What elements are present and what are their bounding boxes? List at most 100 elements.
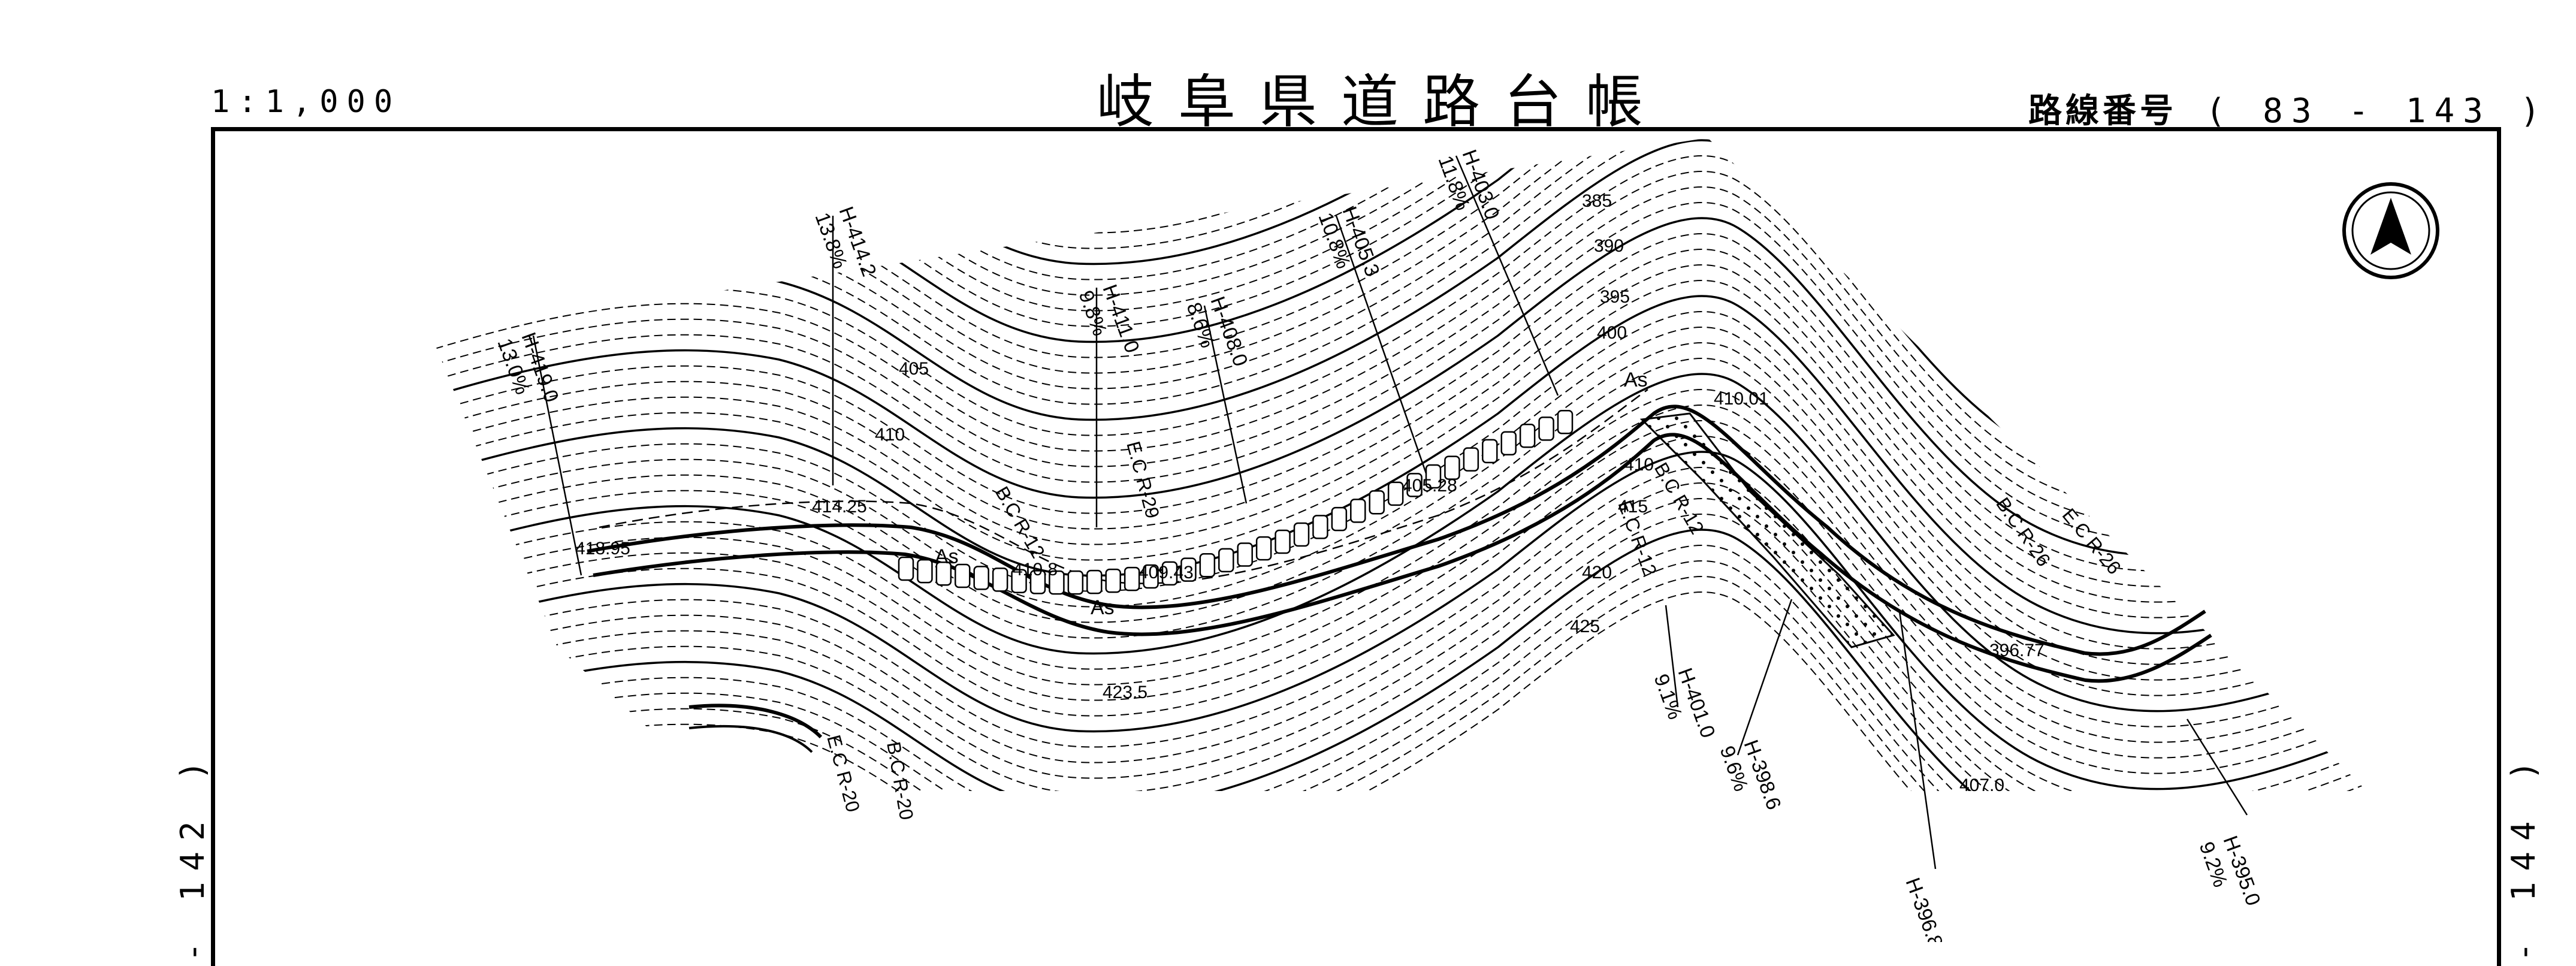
- wall-block: [1312, 515, 1328, 539]
- contour-label: 395: [1600, 287, 1630, 307]
- spot-elevation: 396.77: [1989, 641, 2045, 660]
- contour-lines: [431, 138, 2367, 791]
- contour-line: [431, 249, 2367, 587]
- contour-line: [431, 327, 2367, 665]
- wall-block: [1387, 481, 1404, 506]
- wall-block: [1161, 561, 1178, 586]
- wall-block: [1218, 548, 1234, 573]
- slope-line: [1898, 611, 1937, 870]
- wall-block: [1049, 570, 1065, 595]
- contour-line: [431, 451, 2367, 790]
- wall-block: [1406, 473, 1423, 497]
- curve-label: E.C R-12: [1614, 497, 1661, 579]
- contour-line: [431, 138, 2367, 229]
- curve-label: E.C R-29: [1122, 439, 1164, 520]
- wall-block: [1425, 464, 1442, 489]
- contour-line: [431, 560, 2367, 791]
- contour-label: 425: [1570, 617, 1600, 636]
- curve-label: E.C R-20: [823, 732, 864, 814]
- wall-block: [1482, 439, 1498, 464]
- contour-line: [431, 389, 2367, 727]
- contour-line: [431, 217, 2367, 557]
- contour-label: 410: [875, 425, 905, 445]
- wall-block: [1180, 557, 1197, 582]
- contour-line: [431, 342, 2367, 681]
- road: [587, 388, 2212, 683]
- wall-block: [1463, 447, 1479, 472]
- contour-line: [431, 420, 2367, 759]
- slope-lines: [532, 155, 2248, 870]
- spot-elevation: 405.28: [1402, 476, 1457, 496]
- wall-block: [1500, 431, 1517, 456]
- slope-line: [1335, 215, 1427, 474]
- contour-line: [431, 202, 2367, 541]
- retaining-wall: [898, 410, 1574, 595]
- surface-label: As: [935, 545, 959, 568]
- contour-line: [431, 514, 2367, 791]
- road-edge-upper: [587, 404, 2206, 656]
- wall-block: [898, 556, 914, 581]
- map-labels: 385390395400405410410415420425418.95414.…: [493, 147, 2264, 942]
- contour-line: [431, 171, 2367, 509]
- contour-line: [431, 138, 2367, 447]
- contour-line: [431, 138, 2367, 213]
- wall-block: [1293, 522, 1310, 547]
- contour-line: [431, 467, 2367, 791]
- route-number: 路線番号 ( 83 - 143 ): [2028, 84, 2548, 132]
- contour-line: [431, 138, 2367, 276]
- wall-block: [1331, 506, 1348, 532]
- road-ledger-map: 385390395400405410410415420425418.95414.…: [431, 138, 2439, 942]
- contour-line: [431, 138, 2367, 245]
- contour-label: 420: [1582, 563, 1612, 582]
- spot-elevation: 410.01: [1714, 389, 1769, 409]
- slope-line: [1203, 305, 1248, 504]
- wall-block: [973, 566, 989, 590]
- wall-block: [1199, 553, 1216, 578]
- contour-label: 405: [899, 359, 929, 379]
- contour-line: [431, 436, 2367, 774]
- contour-line: [431, 138, 2367, 369]
- spot-elevation: 414.25: [812, 497, 867, 517]
- wall-block: [1124, 566, 1140, 591]
- curve-label: B.C R-12: [991, 483, 1049, 562]
- wall-block: [1557, 410, 1574, 434]
- contour-line: [431, 264, 2367, 603]
- wall-block: [1105, 568, 1121, 593]
- spot-elevation: 407.0: [1959, 775, 2004, 795]
- wall-block: [935, 561, 952, 586]
- wall-block: [1086, 569, 1103, 594]
- contour-line: [431, 529, 2367, 791]
- wall-block: [1067, 570, 1084, 595]
- contour-line: [431, 295, 2367, 635]
- route-number-value: ( 83 - 143 ): [2205, 92, 2549, 131]
- wall-block: [1143, 564, 1159, 589]
- wall-block: [1369, 490, 1385, 515]
- contour-label: 400: [1597, 323, 1627, 343]
- dotted-embankment: [1639, 412, 1895, 648]
- contour-line: [431, 404, 2367, 743]
- wall-block: [992, 567, 1008, 592]
- contour-line: [431, 138, 2367, 291]
- spot-elevation: 418.95: [575, 539, 630, 559]
- contour-line: [431, 233, 2367, 572]
- contour-label: 390: [1594, 236, 1624, 256]
- wall-block: [1350, 499, 1366, 523]
- route-number-label: 路線番号: [2028, 92, 2177, 131]
- north-arrow-icon: [2342, 182, 2439, 279]
- wall-block: [1255, 536, 1272, 561]
- contour-line: [431, 139, 2367, 479]
- spot-elevation: 410.8: [1013, 560, 1058, 579]
- page-title: 岐阜県道路台帳: [1097, 68, 1667, 135]
- contour-label: 415: [1618, 497, 1648, 517]
- contour-line: [431, 591, 2367, 791]
- contour-line: [431, 186, 2367, 525]
- curve-label: B.C R-20: [883, 740, 917, 822]
- contour-label: 410: [1624, 455, 1654, 475]
- contour-line: [431, 358, 2367, 696]
- road-edge-lower: [593, 433, 2212, 683]
- wall-block: [1444, 455, 1460, 480]
- contour-line: [431, 373, 2367, 713]
- contour-line: [431, 138, 2367, 260]
- contour-line: [431, 482, 2367, 791]
- wall-block: [1029, 570, 1046, 594]
